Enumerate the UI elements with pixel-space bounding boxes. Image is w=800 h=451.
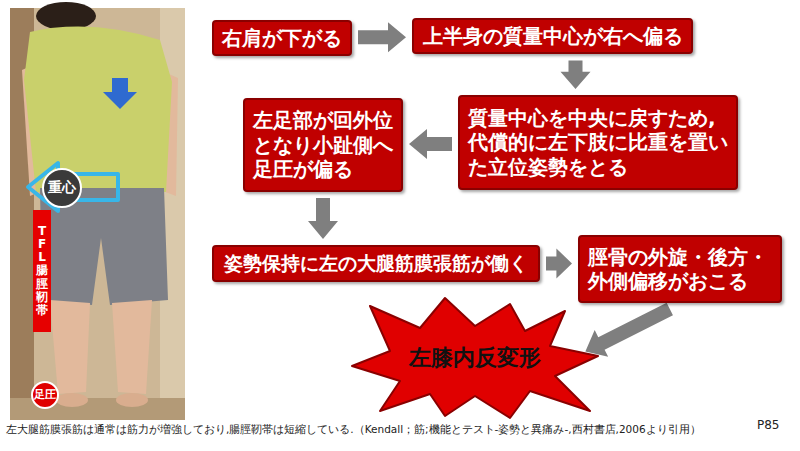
marker-circle: 重心 <box>42 168 82 208</box>
shift-arrow <box>28 163 118 211</box>
hair <box>36 2 96 30</box>
starburst-outline <box>352 298 598 418</box>
process-box: 右肩が下がる <box>212 20 352 56</box>
node-text: 姿勢保持に左の大腿筋膜張筋が働く <box>220 252 532 275</box>
node-text: TFL 腸脛靭帯 <box>36 225 48 317</box>
node-text: 上半身の質量中心が右へ偏る <box>422 24 683 48</box>
node-text: 左膝内反変形 <box>409 345 541 372</box>
left-leg <box>50 300 90 394</box>
process-box: 左足部が回外位となり小趾側へ足圧が偏る <box>243 98 403 192</box>
node-text: 重心 <box>48 179 76 196</box>
right-foot <box>116 393 148 407</box>
node-text: 質量中心を中央に戻すため,代償的に左下肢に比重を置いた立位姿勢をとる <box>468 106 728 179</box>
node-text: 左足部が回外位となり小趾側へ足圧が偏る <box>253 108 393 181</box>
page-number: P85 <box>757 418 780 432</box>
left-foot <box>56 393 88 407</box>
photo-wall <box>10 8 185 420</box>
node-text: 足圧 <box>34 388 56 401</box>
node-text: 右肩が下がる <box>222 26 342 50</box>
process-box: 脛骨の外旋・後方・外側偏移がおこる <box>578 235 782 303</box>
flow-arrow <box>409 129 452 159</box>
flow-arrow <box>358 22 406 52</box>
right-leg <box>112 300 152 394</box>
process-box: 上半身の質量中心が右へ偏る <box>412 18 693 54</box>
flow-arrow <box>308 198 338 239</box>
process-box: 姿勢保持に左の大腿筋膜張筋が働く <box>212 245 540 282</box>
muscle-band: TFL 腸脛靭帯 <box>33 210 51 332</box>
flow-arrow <box>561 60 591 89</box>
flow-arrow <box>546 249 572 279</box>
flow-arrow <box>585 303 673 357</box>
down-arrow <box>103 78 137 109</box>
shirt <box>24 27 172 192</box>
result-starburst: 左膝内反変形 <box>350 296 600 420</box>
node-text: 脛骨の外旋・後方・外側偏移がおこる <box>588 245 772 294</box>
caption: 左大腿筋膜張筋は通常は筋力が増強しており,腸脛靭帯は短縮している.（Kendal… <box>6 423 751 436</box>
process-box: 質量中心を中央に戻すため,代償的に左下肢に比重を置いた立位姿勢をとる <box>458 95 738 190</box>
marker-circle: 足圧 <box>31 381 59 409</box>
